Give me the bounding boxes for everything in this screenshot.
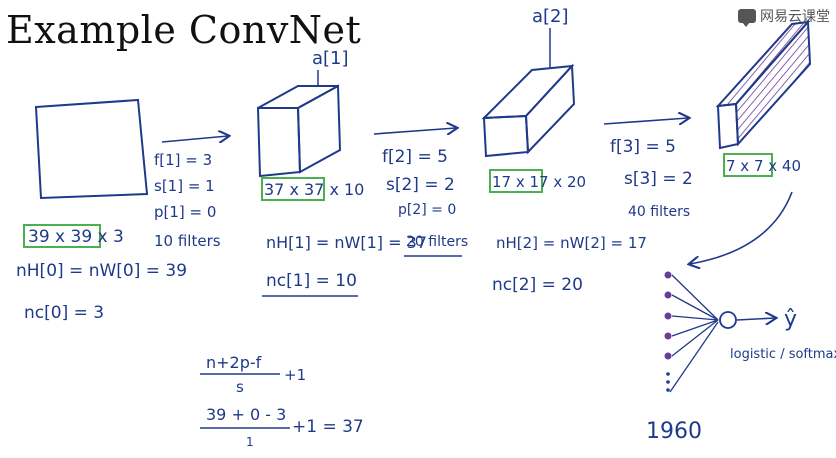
layer3-filters: 40 filters (628, 204, 690, 220)
formula-example-numerator: 39 + 0 - 3 (206, 405, 286, 424)
formula-general-numerator: n+2p-f (206, 353, 262, 372)
arrow-to-output (690, 191, 793, 264)
output-yhat: ŷ (784, 307, 797, 332)
input-volume (34, 98, 149, 200)
layer1-dims: 37 x 37 x 10 (264, 180, 364, 199)
formula-general-denominator: s (236, 378, 244, 396)
layer1-s: s[1] = 1 (154, 177, 215, 195)
output-size-formula: n+2p-f s +1 39 + 0 - 3 1 +1 = 37 (200, 353, 364, 449)
slide-title: Example ConvNet (6, 8, 362, 52)
layer3-dims: 7 x 7 x 40 (726, 157, 801, 175)
chat-bubble-icon (738, 9, 756, 27)
layer3-size-highlight (723, 153, 773, 177)
activation-a2: a[2] (532, 6, 569, 27)
arrow-layer3 (603, 118, 688, 124)
layer2-size-highlight (489, 169, 543, 193)
formula-example-tail: +1 = 37 (292, 417, 364, 437)
layer2-f: f[2] = 5 (382, 147, 448, 167)
layer2-nh-nw: nH[2] = nW[2] = 17 (496, 234, 647, 252)
watermark-text: 网易云课堂 (760, 9, 830, 25)
layer3-s: s[3] = 2 (624, 169, 693, 189)
layer1-volume (256, 84, 342, 178)
input-nc: nc[0] = 3 (24, 303, 104, 323)
layer1-nh-nw: nH[1] = nW[1] = 37 (266, 233, 427, 252)
layer2-s: s[2] = 2 (386, 175, 455, 195)
formula-general-tail: +1 (284, 366, 306, 384)
formula-example-denominator: 1 (246, 435, 254, 449)
layer2-nc: nc[2] = 20 (492, 275, 583, 295)
layer3-volume (715, 19, 812, 150)
layer2-filters: 20 filters (406, 234, 468, 250)
layer1-f: f[1] = 3 (154, 151, 212, 169)
layer1-p: p[1] = 0 (154, 203, 216, 221)
layer1-nc: nc[1] = 10 (266, 271, 357, 291)
layer1-size-highlight (261, 177, 325, 201)
input-nh-nw: nH[0] = nW[0] = 39 (16, 261, 187, 281)
layer1-filters: 10 filters (154, 232, 221, 250)
layer2-p: p[2] = 0 (398, 202, 456, 218)
flattened-units (664, 271, 719, 393)
layer2-dims: 17 x 17 x 20 (492, 173, 586, 191)
arrow-layer1 (161, 136, 228, 142)
watermark: 网易云课堂 (738, 6, 830, 27)
layer3-f: f[3] = 5 (610, 137, 676, 157)
input-size-highlight (23, 224, 101, 248)
arrow-to-yhat (736, 318, 775, 320)
arrow-layer2 (373, 128, 456, 134)
input-dims: 39 x 39 x 3 (28, 227, 124, 247)
layer2-volume (481, 63, 576, 158)
classifier-label: logistic / softmax (730, 347, 836, 362)
classifier-unit (719, 311, 737, 329)
unit-count: 1960 (646, 419, 702, 444)
activation-a1: a[1] (312, 48, 349, 69)
